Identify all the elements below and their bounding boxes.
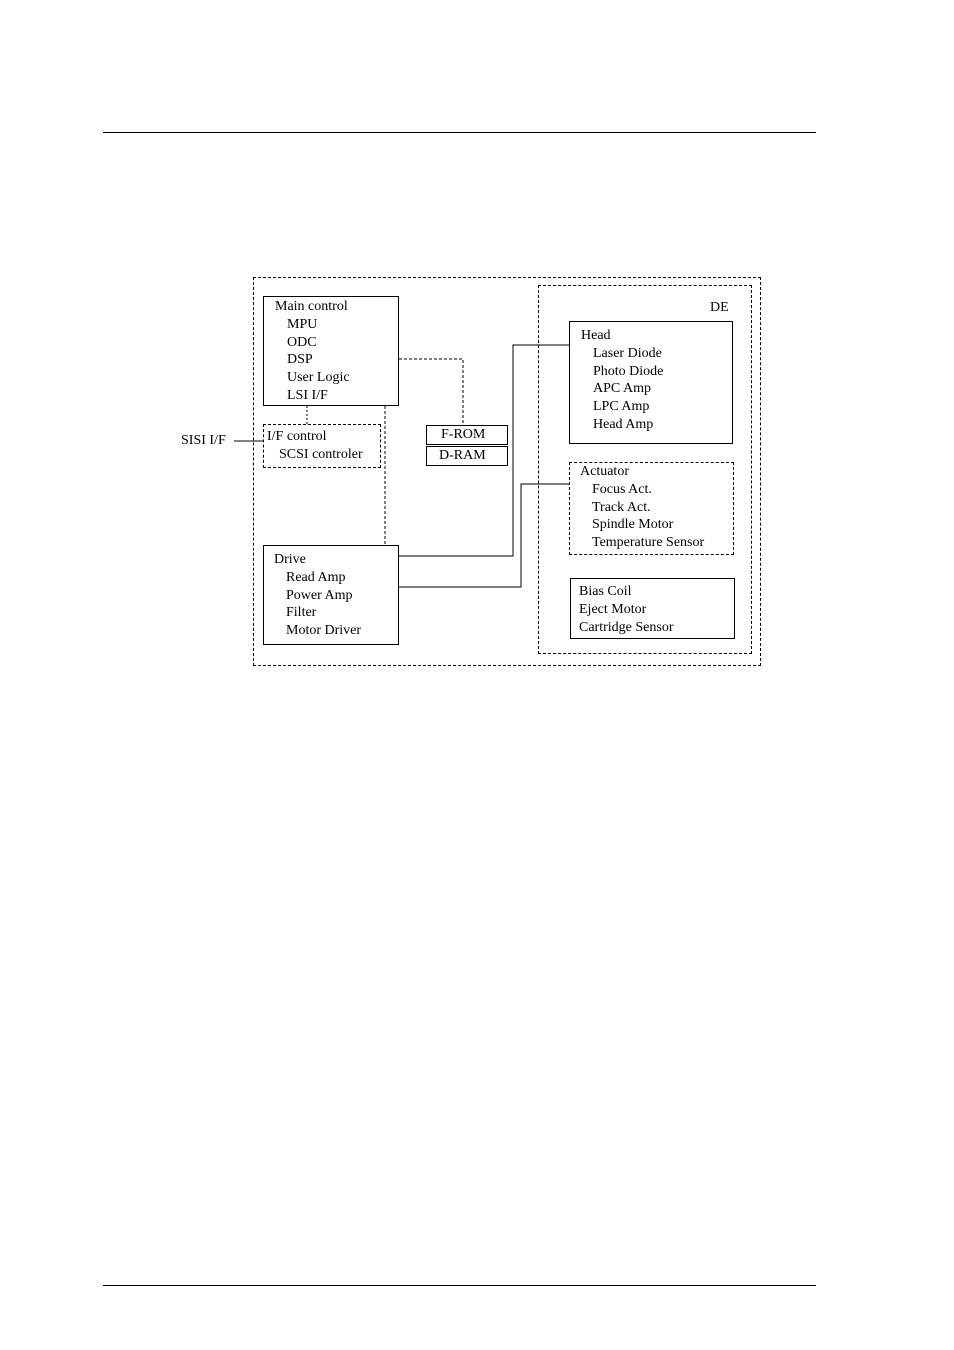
misc-item: Eject Motor — [579, 601, 673, 619]
head-item: APC Amp — [581, 380, 663, 398]
drive-title: Drive — [274, 551, 361, 569]
drive-item: Motor Driver — [274, 622, 361, 640]
sisi-if-label: SISI I/F — [181, 432, 226, 450]
main-control-item: DSP — [275, 351, 350, 369]
head-item: Laser Diode — [581, 345, 663, 363]
drive-text: Drive Read Amp Power Amp Filter Motor Dr… — [274, 551, 361, 640]
actuator-item: Focus Act. — [580, 481, 704, 499]
if-control-text: I/F control SCSI controler — [267, 428, 363, 464]
f-rom-label: F-ROM — [441, 426, 485, 444]
head-item: Photo Diode — [581, 363, 663, 381]
head-item: Head Amp — [581, 416, 663, 434]
main-control-item: User Logic — [275, 369, 350, 387]
drive-item: Filter — [274, 604, 361, 622]
de-label: DE — [710, 299, 729, 317]
head-item: LPC Amp — [581, 398, 663, 416]
actuator-item: Temperature Sensor — [580, 534, 704, 552]
head-title: Head — [581, 327, 663, 345]
misc-item: Cartridge Sensor — [579, 619, 673, 637]
if-control-item: SCSI controler — [267, 446, 363, 464]
drive-item: Power Amp — [274, 587, 361, 605]
actuator-text: Actuator Focus Act. Track Act. Spindle M… — [580, 463, 704, 552]
if-control-title: I/F control — [267, 428, 363, 446]
actuator-item: Spindle Motor — [580, 516, 704, 534]
d-ram-label: D-RAM — [439, 447, 486, 465]
main-control-text: Main control MPU ODC DSP User Logic LSI … — [275, 298, 350, 405]
actuator-title: Actuator — [580, 463, 704, 481]
actuator-item: Track Act. — [580, 499, 704, 517]
main-control-item: ODC — [275, 334, 350, 352]
main-control-title: Main control — [275, 298, 350, 316]
misc-item: Bias Coil — [579, 583, 673, 601]
drive-item: Read Amp — [274, 569, 361, 587]
head-text: Head Laser Diode Photo Diode APC Amp LPC… — [581, 327, 663, 434]
misc-text: Bias Coil Eject Motor Cartridge Sensor — [579, 583, 673, 636]
main-control-item: LSI I/F — [275, 387, 350, 405]
main-control-item: MPU — [275, 316, 350, 334]
